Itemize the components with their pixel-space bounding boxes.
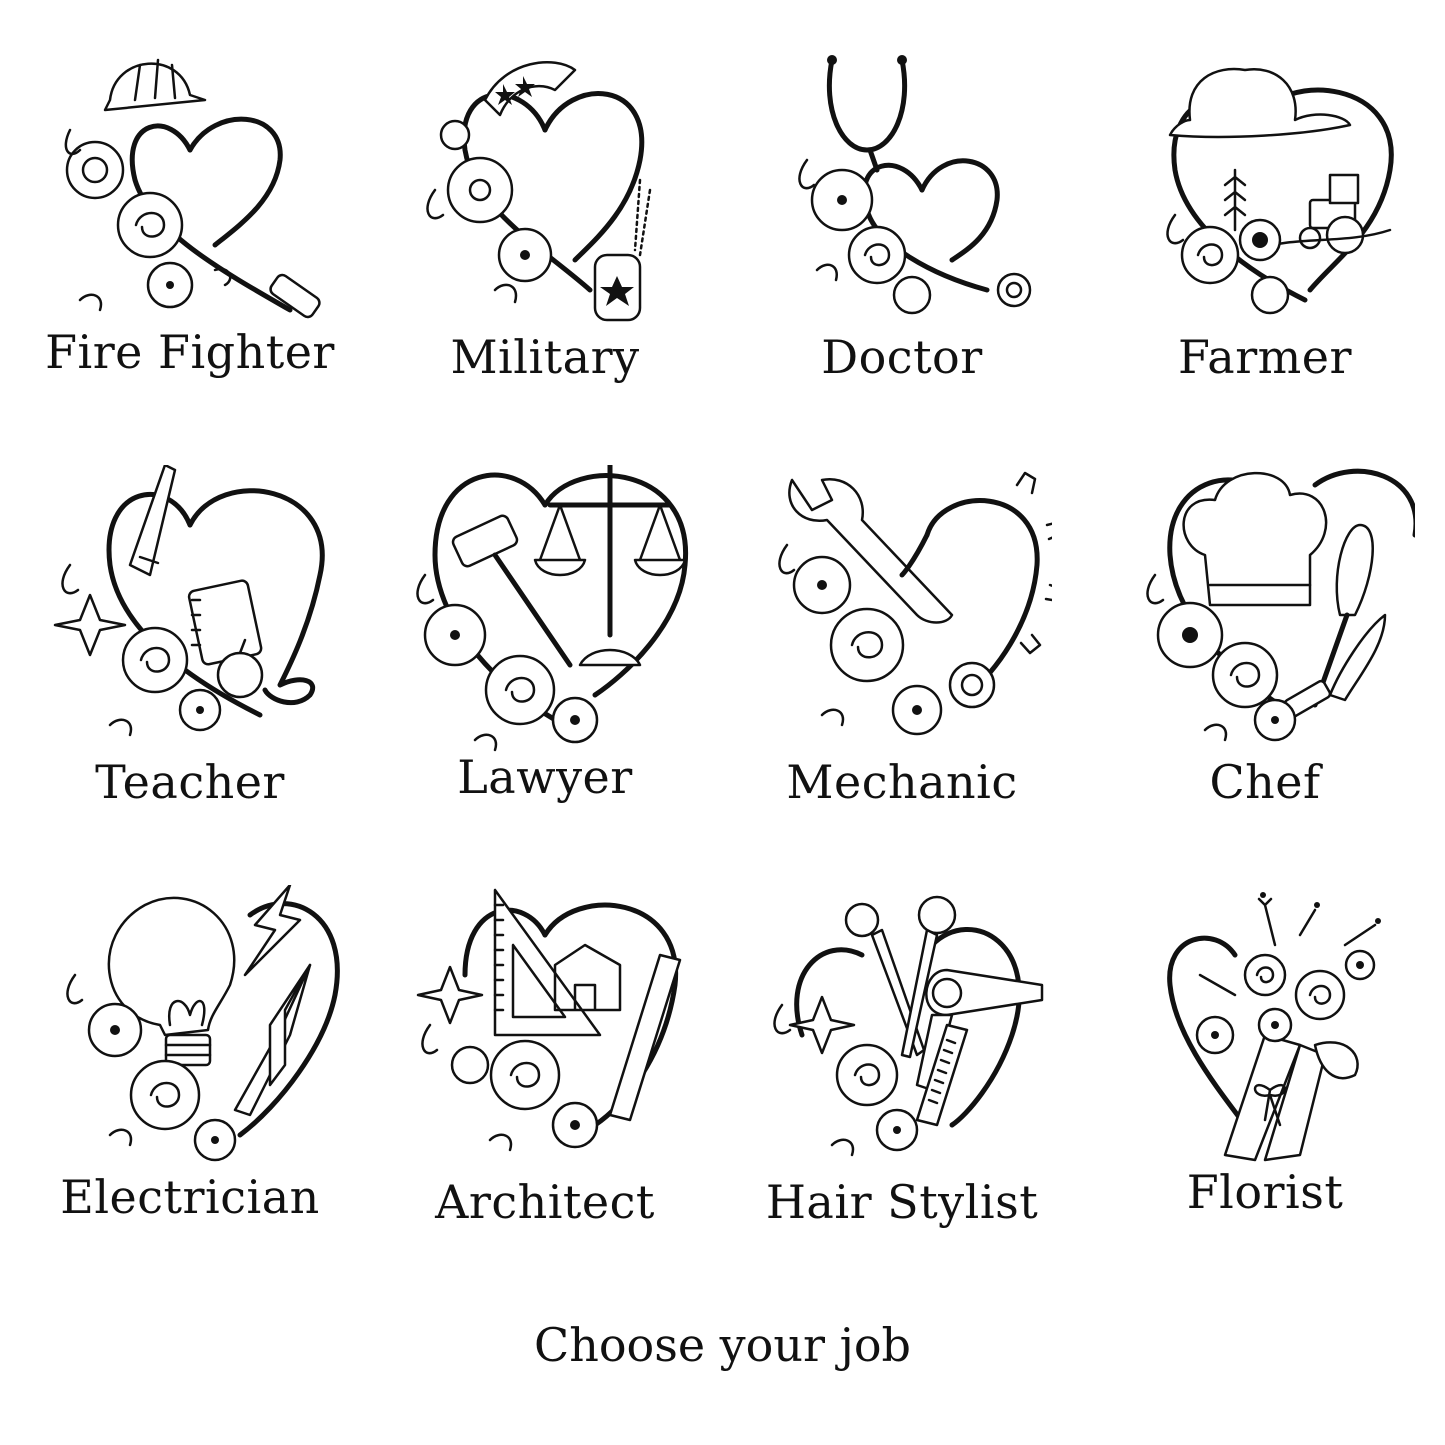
dog-tag-flag-icon xyxy=(395,40,695,340)
job-label: Fire Fighter xyxy=(45,325,335,379)
bulb-pliers-icon xyxy=(40,885,340,1185)
job-label: Mechanic xyxy=(786,755,1018,809)
footer-caption: Choose your job xyxy=(534,1318,911,1372)
cowboy-hat-tractor-icon xyxy=(1115,40,1415,340)
job-label: Florist xyxy=(1186,1165,1344,1219)
job-label: Farmer xyxy=(1177,330,1353,384)
job-label: Lawyer xyxy=(457,750,633,804)
job-card-architect[interactable]: Architect xyxy=(365,865,725,1285)
job-card-fire-fighter[interactable]: Fire Fighter xyxy=(10,20,370,440)
job-card-florist[interactable]: Florist xyxy=(1085,865,1445,1285)
bouquet-icon xyxy=(1115,885,1415,1185)
chef-hat-whisk-knife-icon xyxy=(1115,465,1415,765)
fire-helmet-hose-icon xyxy=(40,40,340,340)
job-card-hair-stylist[interactable]: Hair Stylist xyxy=(722,865,1082,1285)
set-square-blueprint-icon xyxy=(395,885,695,1185)
wrench-gear-icon xyxy=(752,465,1052,765)
job-label: Teacher xyxy=(95,755,285,809)
job-card-doctor[interactable]: Doctor xyxy=(722,20,1082,440)
stethoscope-icon xyxy=(752,40,1052,340)
job-label: Architect xyxy=(435,1175,655,1229)
gavel-scales-icon xyxy=(395,465,695,765)
job-card-lawyer[interactable]: Lawyer xyxy=(365,445,725,865)
job-grid: Fire Fighter Military xyxy=(10,20,1445,1229)
job-label: Doctor xyxy=(821,330,983,384)
job-label: Chef xyxy=(1209,755,1321,809)
job-card-mechanic[interactable]: Mechanic xyxy=(722,445,1082,865)
job-card-teacher[interactable]: Teacher xyxy=(10,445,370,865)
job-card-chef[interactable]: Chef xyxy=(1085,445,1445,865)
job-card-military[interactable]: Military xyxy=(365,20,725,440)
job-card-farmer[interactable]: Farmer xyxy=(1085,20,1445,440)
scissors-dryer-comb-icon xyxy=(752,885,1052,1185)
job-label: Hair Stylist xyxy=(765,1175,1039,1229)
job-label: Military xyxy=(450,330,640,384)
job-label: Electrician xyxy=(60,1170,320,1224)
pencil-notebook-apple-icon xyxy=(40,465,340,765)
job-card-electrician[interactable]: Electrician xyxy=(10,865,370,1285)
